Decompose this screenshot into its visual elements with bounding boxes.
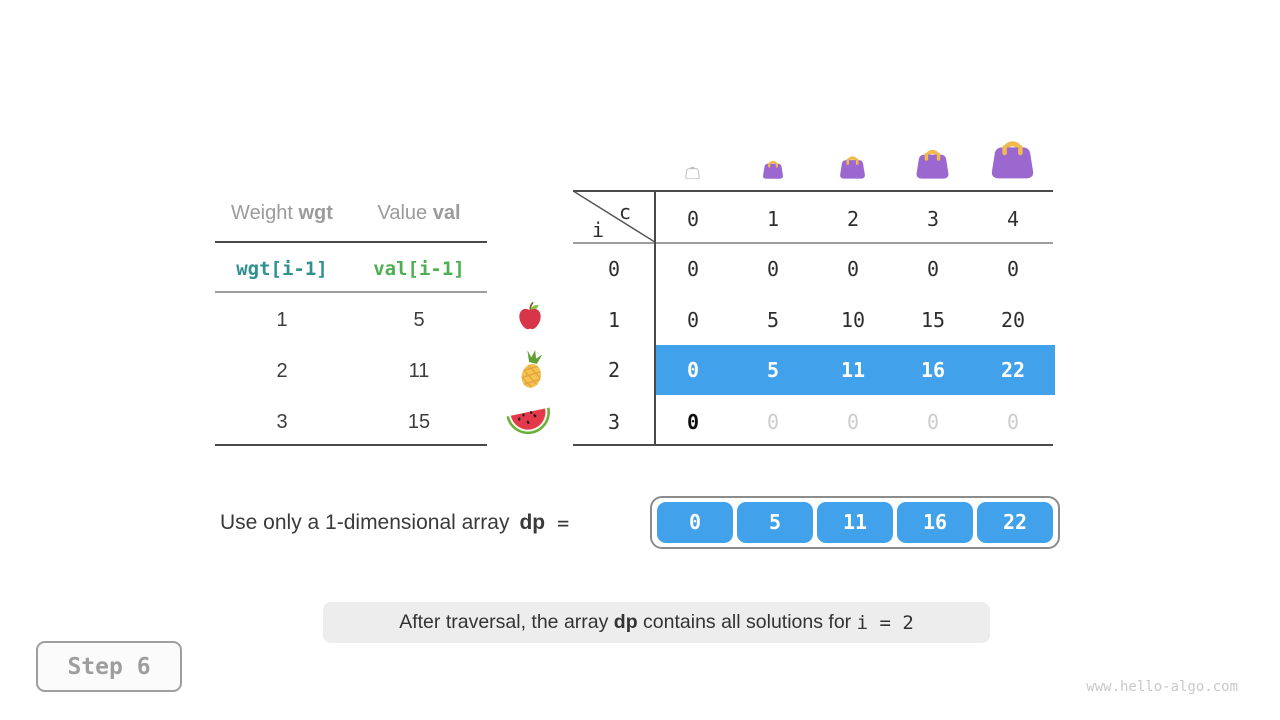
items-table-cell: 5 xyxy=(413,309,425,331)
items-table-header-weight: Weight wgt xyxy=(231,202,333,224)
dp-col-header: 0 xyxy=(686,207,700,231)
dp-cell: 5 xyxy=(766,308,780,332)
dp-cell-pending: 0 xyxy=(1006,410,1020,434)
dp-array-container: 0 5 11 16 22 xyxy=(650,496,1060,549)
dp-cell: 15 xyxy=(920,308,946,332)
corner-col-var: c xyxy=(618,200,632,224)
dp-cell: 10 xyxy=(840,308,866,332)
dp-table-rule-header xyxy=(573,242,1053,244)
dp-cell: 0 xyxy=(926,257,940,281)
pineapple-icon xyxy=(519,350,544,390)
status-message: After traversal, the array dp contains a… xyxy=(323,602,990,643)
watermark: www.hello-algo.com xyxy=(1086,679,1238,695)
dp-row-header: 2 xyxy=(607,358,621,382)
dp-cell-highlighted: 16 xyxy=(920,358,946,382)
dp-array-cell: 16 xyxy=(897,502,973,543)
dp-cell-highlighted: 11 xyxy=(840,358,866,382)
items-table-header-value: Value val xyxy=(377,202,461,224)
dp-cell: 20 xyxy=(1000,308,1026,332)
dp-col-header: 3 xyxy=(926,207,940,231)
dp-cell: 0 xyxy=(686,308,700,332)
dp-array-cell: 11 xyxy=(817,502,893,543)
dp-row-header: 1 xyxy=(607,308,621,332)
dp-cell: 0 xyxy=(1006,257,1020,281)
dp-cell-pending: 0 xyxy=(846,410,860,434)
dp-table-divider xyxy=(654,190,656,446)
dp-array-cell: 0 xyxy=(657,502,733,543)
watermelon-icon xyxy=(506,407,550,435)
equals-sign: = xyxy=(557,511,570,535)
items-table-rule-bottom xyxy=(215,444,487,446)
i-equals-value: i = 2 xyxy=(856,611,914,634)
bag-icon-capacity-2 xyxy=(840,156,865,179)
items-table-cell: 3 xyxy=(276,411,288,433)
bag-icon-capacity-1 xyxy=(763,160,783,179)
bag-icon-capacity-4 xyxy=(991,141,1034,179)
empty-bag-icon xyxy=(685,166,700,179)
dp-array-label-text: Use only a 1-dimensional array xyxy=(220,511,510,534)
dp-cell-pending: 0 xyxy=(766,410,780,434)
step-badge: Step 6 xyxy=(36,641,182,692)
items-table-cell: 11 xyxy=(408,360,430,382)
items-table-rule-mid xyxy=(215,291,487,293)
items-table-cell: 2 xyxy=(276,360,288,382)
dp-cell: 0 xyxy=(686,410,700,434)
dp-array-label: Use only a 1-dimensional array dp = xyxy=(220,506,569,540)
items-table-cell: 1 xyxy=(276,309,288,331)
dp-variable: dp xyxy=(613,611,638,633)
dp-cell: 0 xyxy=(766,257,780,281)
dp-variable: dp xyxy=(519,511,546,534)
dp-array-cell: 22 xyxy=(977,502,1053,543)
dp-table-rule-top xyxy=(573,190,1053,192)
items-table-rule-top xyxy=(215,241,487,243)
dp-col-header: 4 xyxy=(1006,207,1020,231)
dp-cell-pending: 0 xyxy=(926,410,940,434)
corner-diagonal-line xyxy=(573,191,655,242)
dp-col-header: 2 xyxy=(846,207,860,231)
dp-row-header: 3 xyxy=(607,410,621,434)
highlighted-row-band xyxy=(656,345,1055,395)
dp-array-cell: 5 xyxy=(737,502,813,543)
dp-table-rule-bottom xyxy=(573,444,1053,446)
bag-icon-capacity-3 xyxy=(916,149,949,179)
items-table-val-code: val[i-1] xyxy=(373,258,465,280)
corner-row-var: i xyxy=(591,218,605,242)
items-table-cell: 15 xyxy=(407,411,431,433)
dp-cell: 0 xyxy=(686,257,700,281)
dp-cell-highlighted: 5 xyxy=(766,358,780,382)
dp-cell: 0 xyxy=(846,257,860,281)
items-table-wgt-code: wgt[i-1] xyxy=(236,258,328,280)
dp-cell-highlighted: 22 xyxy=(1000,358,1026,382)
apple-icon xyxy=(519,302,541,330)
dp-cell-highlighted: 0 xyxy=(686,358,700,382)
dp-row-header: 0 xyxy=(607,257,621,281)
dp-col-header: 1 xyxy=(766,207,780,231)
